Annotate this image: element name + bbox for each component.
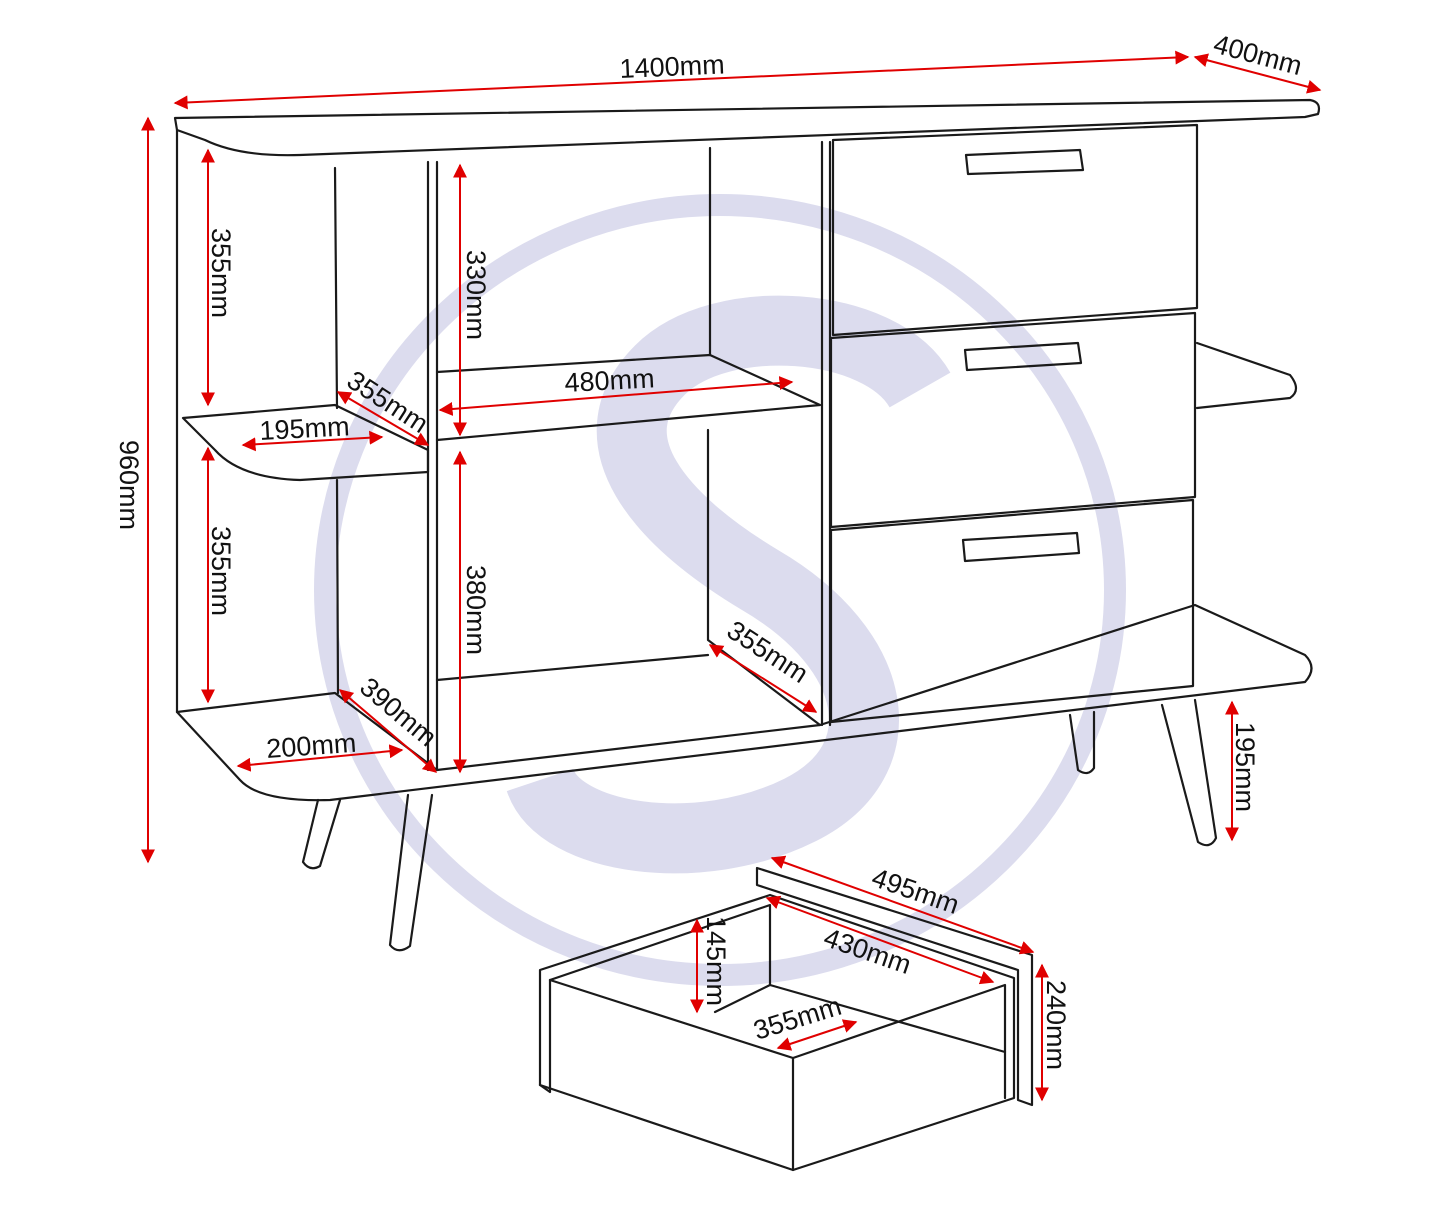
label-bottom-left-width: 200mm	[265, 728, 357, 764]
label-left-lower-height: 355mm	[206, 526, 236, 616]
label-center-upper-height: 330mm	[461, 250, 491, 340]
label-left-upper-height: 355mm	[206, 228, 236, 318]
label-center-lower-height: 380mm	[461, 565, 491, 655]
label-drawer-inner-width: 355mm	[750, 991, 845, 1046]
label-drawer-inner-height: 145mm	[701, 916, 731, 1006]
label-overall-height: 960mm	[114, 440, 144, 530]
dimension-lines	[141, 50, 1322, 1102]
label-drawer-front-height: 240mm	[1041, 980, 1071, 1070]
label-drawer-depth-outer: 495mm	[868, 862, 963, 920]
label-left-shelf-width: 195mm	[259, 411, 350, 446]
label-overall-width: 1400mm	[619, 49, 725, 84]
label-center-shelf-width: 480mm	[564, 363, 655, 398]
sideboard-drawing	[173, 98, 1321, 952]
watermark-logo	[314, 194, 1126, 986]
label-leg-height: 195mm	[1230, 722, 1260, 812]
